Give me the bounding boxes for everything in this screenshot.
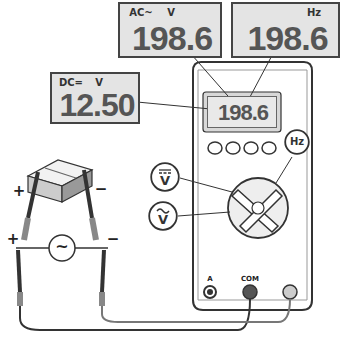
leader-lines [178,157,292,216]
unit-label: V [164,8,178,18]
unit-label: Hz [301,8,327,18]
meter-display: 198.6 [207,96,277,128]
jack-label: COM [236,276,264,283]
polarity-sign: + [12,184,26,199]
ac-symbol: ~ [52,239,72,255]
unit-label: Hz [284,137,310,147]
dc-volt-callout: V [150,162,180,192]
lcd-reading: 198.6 [122,21,222,55]
test-leads [20,299,290,330]
polarity-sign: − [94,182,108,197]
unit-label: DC= [56,78,86,88]
rotary-switch [228,178,288,238]
display-bezel [203,92,281,132]
unit-label: V [150,174,180,187]
leader-line [250,58,270,96]
lcd-callout: AC~ V 198.6 [118,2,222,58]
unit-label: V [148,213,178,226]
polarity-sign: + [6,232,20,247]
battery-probes [24,170,96,240]
lcd-reading: 198.6 [208,102,278,124]
lcd-callout: DC= V12.50 [50,72,140,124]
polarity-sign: − [106,232,120,247]
switch-knob [232,190,282,232]
lcd-reading: 12.50 [54,89,140,121]
input-jacks [204,285,297,299]
unit-label: AC~ [124,8,158,18]
meter-rim [198,70,307,300]
jack-label: A [200,276,220,283]
leader-line [140,102,207,108]
dc-symbol [159,169,171,170]
ac-source [16,235,108,261]
unit-label: V [92,78,106,88]
hz-callout: Hz [284,129,310,155]
lcd-callout: Hz 198.6 [231,2,340,58]
lcd-reading: 198.6 [236,21,339,55]
ac-volt-callout: V [148,201,178,231]
buttons [208,142,276,154]
switch-hub [252,202,264,214]
leader-line [195,58,228,96]
ac-probes [18,250,104,306]
